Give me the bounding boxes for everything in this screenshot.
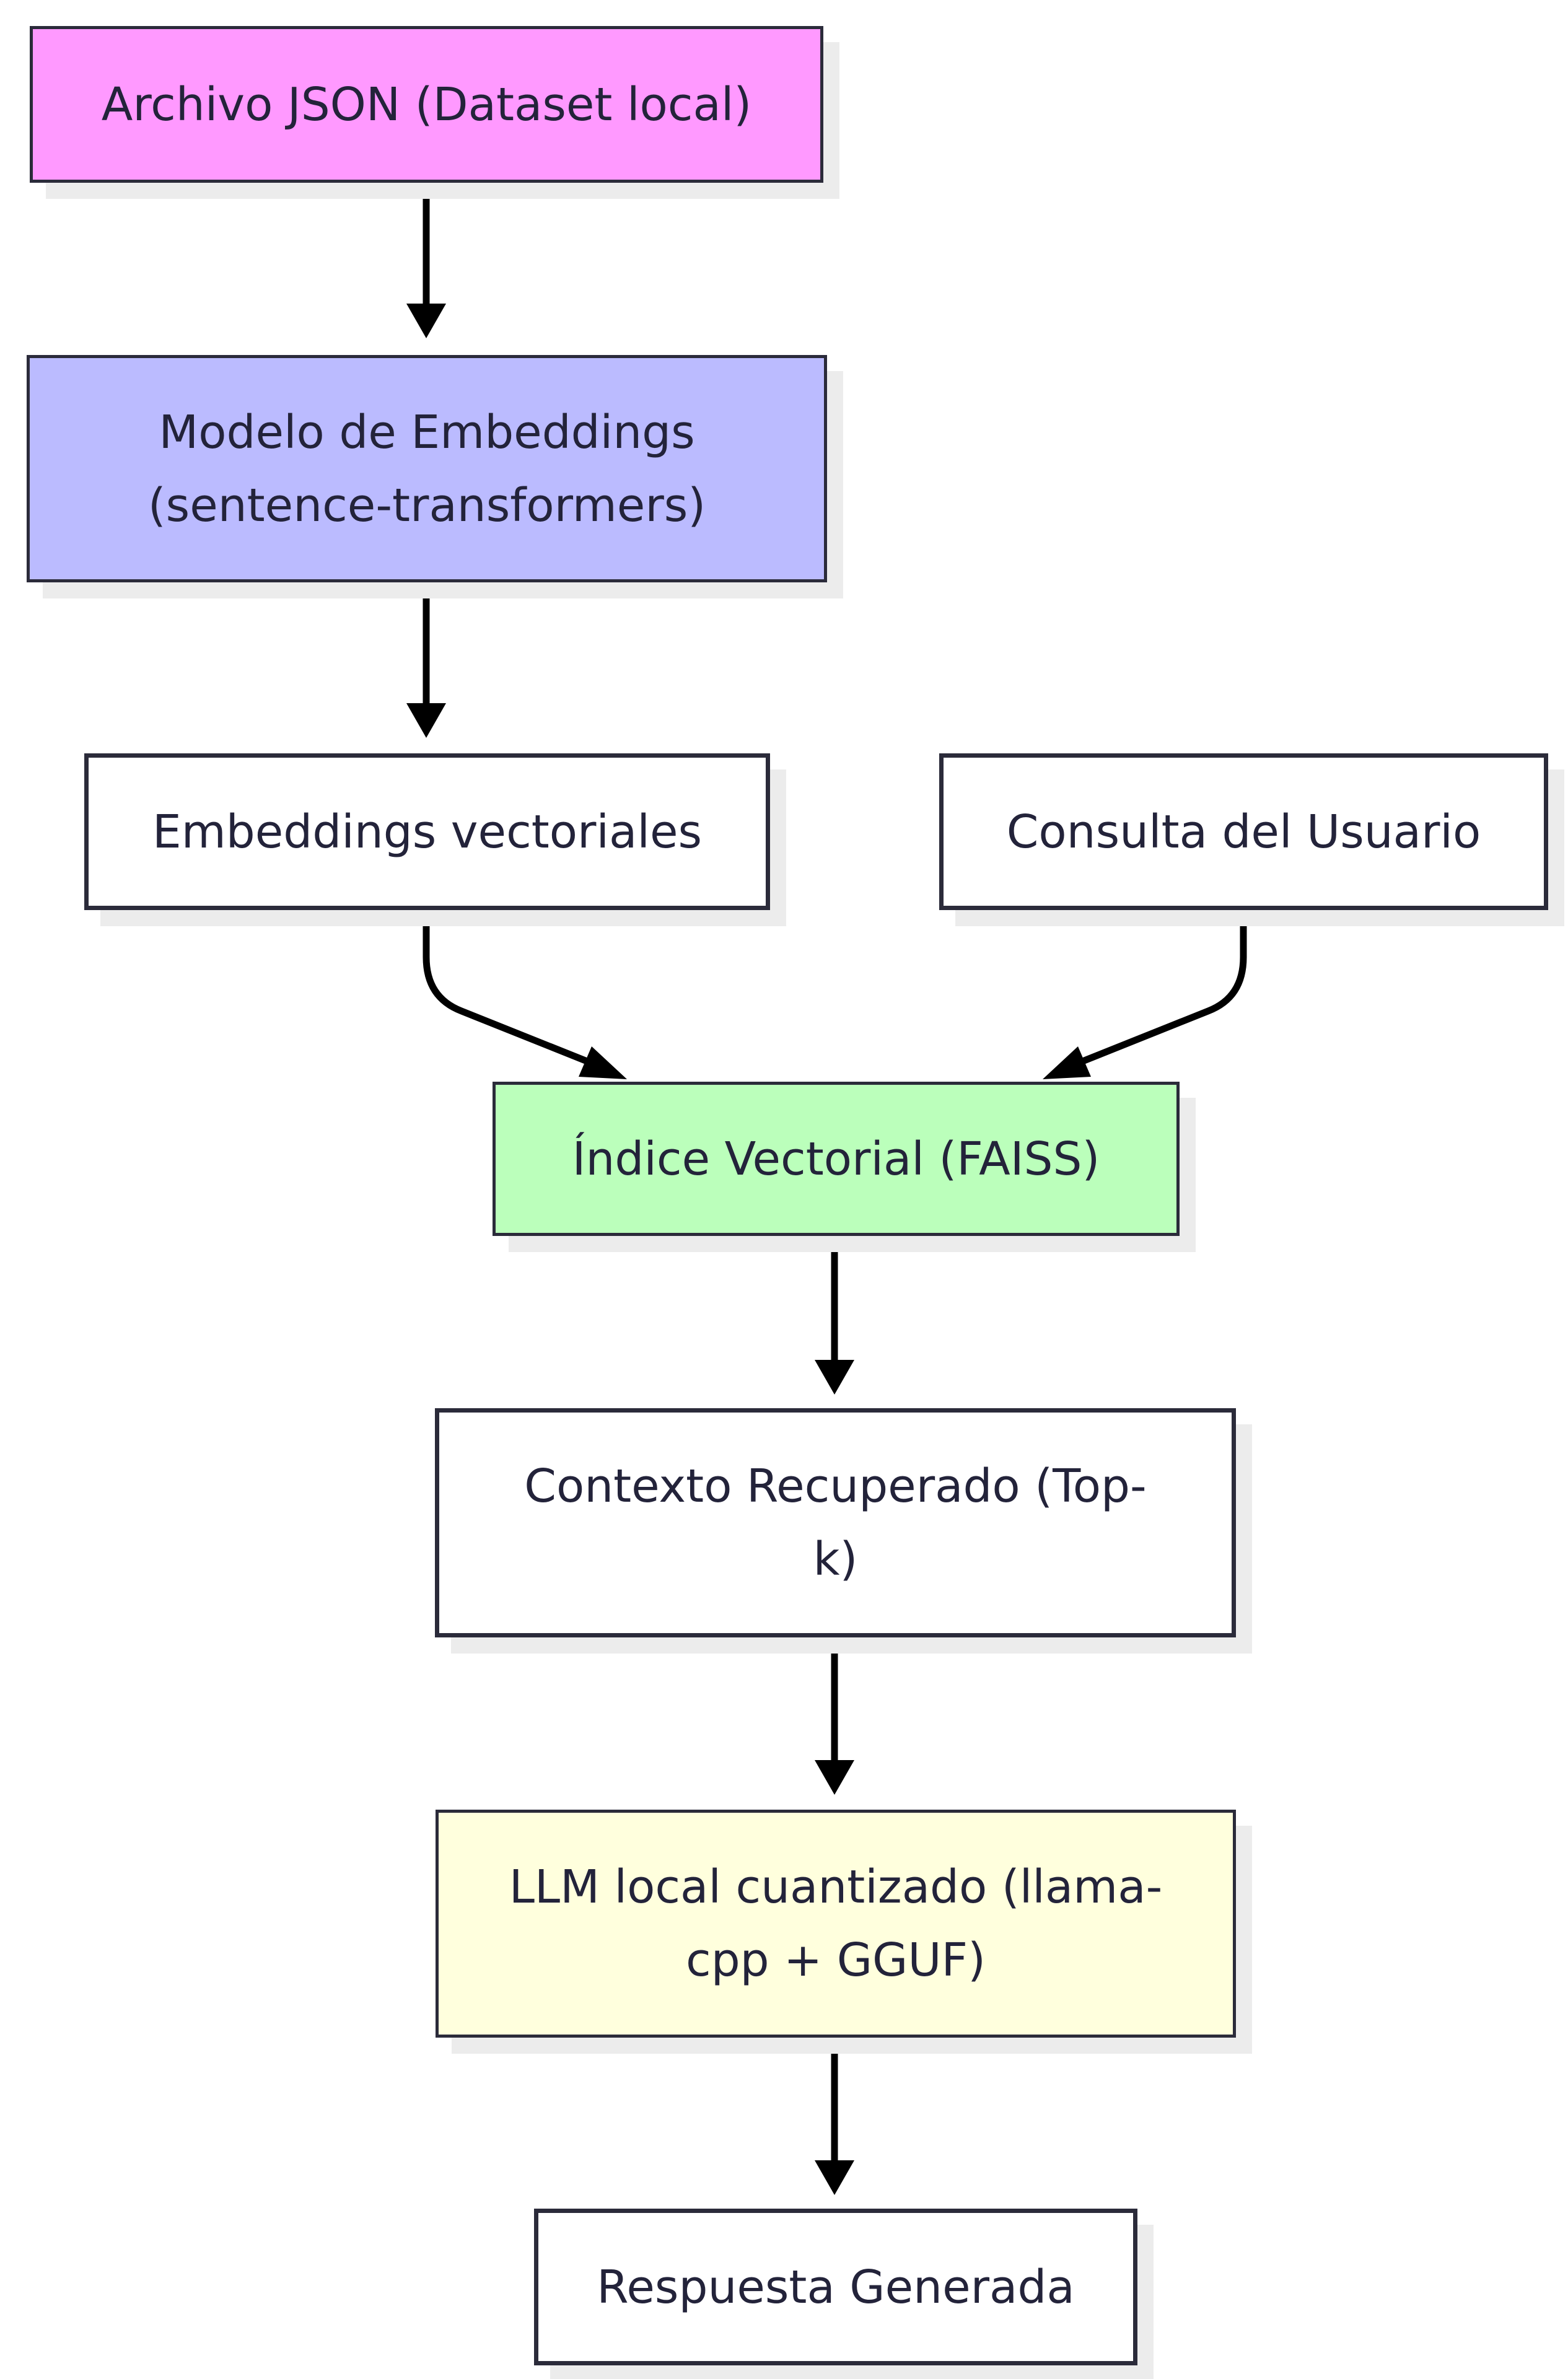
edge-embedding-model-to-vector-embeddings <box>406 582 446 738</box>
node-user-query: Consulta del Usuario <box>939 753 1548 910</box>
node-generated-response: Respuesta Generada <box>534 2209 1137 2365</box>
node-vector-embeddings-label: Embeddings vectoriales <box>152 805 703 859</box>
edge-index-to-context <box>815 1236 854 1395</box>
arrowhead <box>815 1760 854 1795</box>
node-json-file-label: Archivo JSON (Dataset local) <box>101 77 752 131</box>
node-json-file: Archivo JSON (Dataset local) <box>30 26 823 183</box>
edge-vector-embeddings-to-index <box>423 910 627 1079</box>
node-retrieved-context-label: Contexto Recuperado (Top-k) <box>524 1460 1147 1586</box>
node-user-query-label: Consulta del Usuario <box>1006 805 1481 859</box>
edge-user-query-to-index <box>1043 910 1247 1079</box>
arrowhead <box>579 1046 627 1079</box>
edge-context-to-llm <box>815 1637 854 1795</box>
node-vector-index: Índice Vectorial (FAISS) <box>493 1082 1180 1236</box>
arrowhead <box>1043 1046 1091 1079</box>
node-local-llm: LLM local cuantizado (llama-cpp + GGUF) <box>436 1810 1236 2038</box>
arrowhead <box>815 1360 854 1395</box>
edge-llm-to-response <box>815 2038 854 2195</box>
arrowhead <box>406 304 446 338</box>
node-embedding-model-label: Modelo de Embeddings (sentence-transform… <box>147 405 706 532</box>
node-retrieved-context: Contexto Recuperado (Top-k) <box>435 1408 1236 1637</box>
node-vector-embeddings: Embeddings vectoriales <box>84 753 770 910</box>
arrowhead <box>815 2160 854 2195</box>
node-local-llm-label: LLM local cuantizado (llama-cpp + GGUF) <box>509 1860 1163 1987</box>
node-vector-index-label: Índice Vectorial (FAISS) <box>572 1132 1100 1186</box>
node-generated-response-label: Respuesta Generada <box>597 2260 1075 2314</box>
node-embedding-model: Modelo de Embeddings (sentence-transform… <box>27 355 827 582</box>
arrowhead <box>406 703 446 738</box>
edge-json-to-embedding-model <box>406 183 446 338</box>
